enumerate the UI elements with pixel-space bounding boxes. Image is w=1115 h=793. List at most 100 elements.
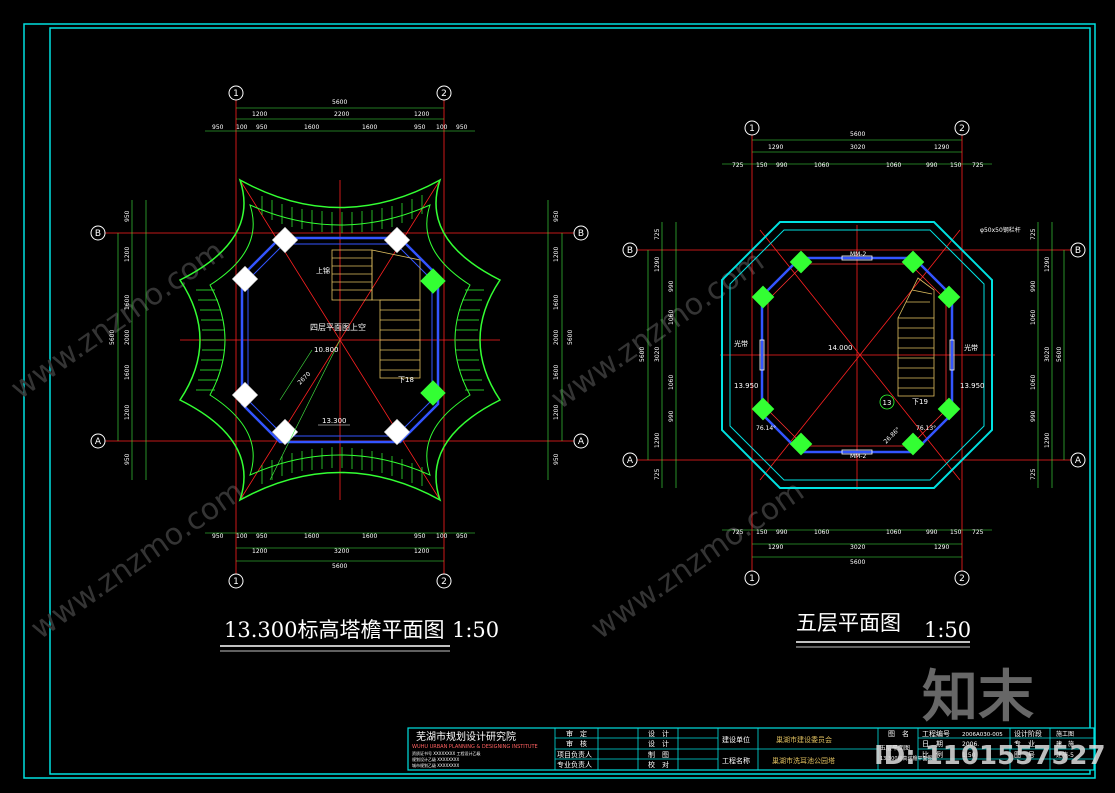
svg-text:1290: 1290 xyxy=(654,257,661,272)
svg-text:1600: 1600 xyxy=(304,533,319,540)
left-axis-bubbles xyxy=(90,85,589,589)
right-label-guangdeng-r: 光带 xyxy=(964,343,978,352)
svg-text:990: 990 xyxy=(668,410,675,422)
outer-frame xyxy=(23,23,1096,779)
svg-text:资质证书号 XXXXXXXX 工程设计乙级: 资质证书号 XXXXXXXX 工程设计乙级 xyxy=(412,750,480,756)
svg-text:1: 1 xyxy=(233,89,239,99)
watermark-url-4: www.znzmo.com xyxy=(585,474,811,647)
svg-text:950: 950 xyxy=(124,453,131,465)
svg-text:1600: 1600 xyxy=(553,295,560,310)
svg-text:950: 950 xyxy=(414,124,426,131)
svg-text:1290: 1290 xyxy=(654,433,661,448)
svg-text:B: B xyxy=(627,246,633,256)
svg-text:725: 725 xyxy=(1030,228,1037,240)
right-elev-center: 14.000 xyxy=(828,344,853,352)
svg-text:A: A xyxy=(578,437,585,447)
svg-text:990: 990 xyxy=(776,529,788,536)
svg-text:2000: 2000 xyxy=(124,330,131,345)
right-axis-bubbles xyxy=(622,120,1086,586)
svg-text:1600: 1600 xyxy=(304,124,319,131)
svg-text:950: 950 xyxy=(212,124,224,131)
svg-text:950: 950 xyxy=(256,533,268,540)
svg-text:1600: 1600 xyxy=(362,533,377,540)
svg-text:B: B xyxy=(578,229,584,239)
right-angle-r: 76.13° xyxy=(916,425,936,432)
svg-text:150: 150 xyxy=(756,162,768,169)
svg-text:725: 725 xyxy=(654,228,661,240)
svg-text:1:50: 1:50 xyxy=(962,752,976,759)
svg-text:3020: 3020 xyxy=(850,144,865,151)
svg-text:五层平面图: 五层平面图 xyxy=(880,745,910,752)
roof-inner-outline xyxy=(209,204,471,476)
svg-text:1200: 1200 xyxy=(414,548,429,555)
left-dim-bottom-total: 5600 xyxy=(332,563,347,570)
project-name: 巢湖市洗耳池公园塔 xyxy=(772,756,835,765)
left-scale: 1:50 xyxy=(452,618,499,642)
svg-text:3020: 3020 xyxy=(654,347,661,362)
svg-text:建设单位: 建设单位 xyxy=(722,735,750,744)
svg-text:项目负责人: 项目负责人 xyxy=(557,750,592,759)
svg-text:2200: 2200 xyxy=(334,111,349,118)
svg-text:990: 990 xyxy=(1030,410,1037,422)
svg-text:1: 1 xyxy=(749,574,755,584)
svg-text:图 名: 图 名 xyxy=(888,729,909,738)
svg-text:1600: 1600 xyxy=(124,295,131,310)
left-title: 13.300标高塔檐平面图 xyxy=(224,618,444,642)
right-circle-mark: 13 xyxy=(883,399,892,407)
svg-text:1600: 1600 xyxy=(553,365,560,380)
svg-text:建施-5: 建施-5 xyxy=(1056,751,1074,759)
svg-text:1060: 1060 xyxy=(1030,310,1037,325)
svg-text:设 计: 设 计 xyxy=(648,739,669,748)
svg-text:1200: 1200 xyxy=(124,247,131,262)
svg-text:950: 950 xyxy=(553,453,560,465)
svg-text:1290: 1290 xyxy=(1044,257,1051,272)
svg-text:1060: 1060 xyxy=(814,529,829,536)
svg-text:A: A xyxy=(95,437,102,447)
svg-text:150: 150 xyxy=(756,529,768,536)
svg-text:图 号: 图 号 xyxy=(1014,751,1035,759)
svg-text:950: 950 xyxy=(456,533,468,540)
left-elev-1: 10.800 xyxy=(314,346,339,354)
svg-text:725: 725 xyxy=(972,162,984,169)
svg-text:2000: 2000 xyxy=(553,330,560,345)
right-label-mm-b: MM-2 xyxy=(850,453,867,460)
svg-text:950: 950 xyxy=(124,210,131,222)
watermark-url-3: www.znzmo.com xyxy=(25,474,251,647)
right-rail-label: φ50x50钢栏杆 xyxy=(980,226,1021,234)
svg-text:950: 950 xyxy=(256,124,268,131)
svg-text:725: 725 xyxy=(654,468,661,480)
svg-text:日 期: 日 期 xyxy=(922,740,943,748)
svg-text:5600: 5600 xyxy=(1056,347,1063,362)
right-dim-bottom-total: 5600 xyxy=(850,559,865,566)
svg-text:725: 725 xyxy=(1030,468,1037,480)
svg-text:1060: 1060 xyxy=(1030,375,1037,390)
svg-text:100: 100 xyxy=(236,124,248,131)
left-plan: 5600 1200 2200 1200 950 100 950 1600 160… xyxy=(90,85,589,589)
svg-text:1200: 1200 xyxy=(252,548,267,555)
svg-text:设计阶段: 设计阶段 xyxy=(1014,729,1042,738)
watermark-url-1: www.znzmo.com xyxy=(5,234,231,407)
left-label-down: 下18 xyxy=(398,376,414,384)
institute-name: 芜湖市规划设计研究院 xyxy=(416,730,516,743)
svg-text:专业负责人: 专业负责人 xyxy=(557,760,592,769)
svg-text:B: B xyxy=(95,229,101,239)
svg-text:校 对: 校 对 xyxy=(648,760,669,769)
right-label-mm: MM-2 xyxy=(850,251,867,258)
svg-text:规划设计乙级 XXXXXXXX: 规划设计乙级 XXXXXXXX xyxy=(412,756,459,762)
left-elev-2: 13.300 xyxy=(322,417,347,425)
svg-text:A: A xyxy=(1075,456,1082,466)
svg-text:950: 950 xyxy=(414,533,426,540)
svg-text:990: 990 xyxy=(1030,280,1037,292)
svg-text:725: 725 xyxy=(732,529,744,536)
svg-text:1290: 1290 xyxy=(934,144,949,151)
svg-text:2006A030-005: 2006A030-005 xyxy=(962,732,1003,738)
left-label-up: 上锦 xyxy=(316,266,330,275)
svg-text:制 图: 制 图 xyxy=(648,750,669,759)
svg-text:1060: 1060 xyxy=(668,375,675,390)
svg-text:1200: 1200 xyxy=(553,247,560,262)
svg-text:100: 100 xyxy=(436,533,448,540)
svg-text:150: 150 xyxy=(950,529,962,536)
svg-text:990: 990 xyxy=(776,162,788,169)
svg-text:工程名称: 工程名称 xyxy=(722,756,750,765)
svg-text:990: 990 xyxy=(926,529,938,536)
